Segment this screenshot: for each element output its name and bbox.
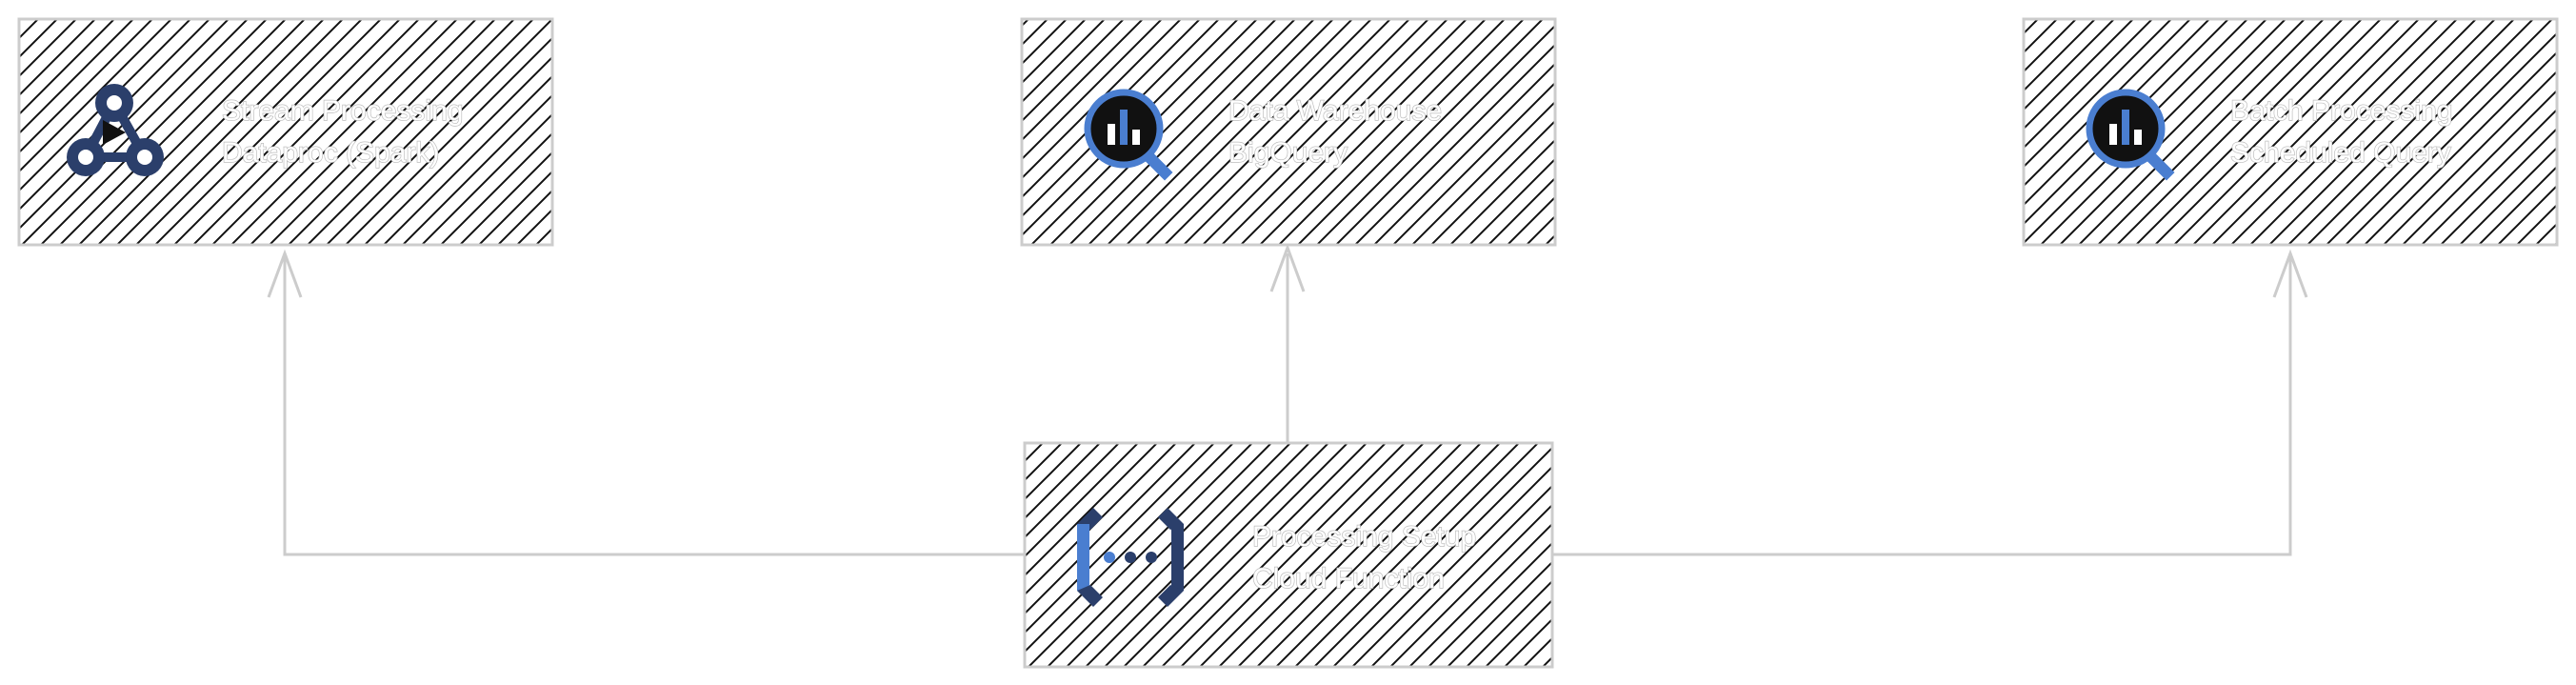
node-subtitle: BigQuery <box>1228 137 1348 169</box>
connectors <box>267 243 2308 556</box>
node-stream-processing[interactable]: Stream Processing Dataproc (Spark) <box>17 17 554 247</box>
node-subtitle: Scheduled Query <box>2230 137 2451 169</box>
arrowhead-batch <box>2272 249 2308 298</box>
node-title: Processing Setup <box>1252 521 1476 553</box>
node-title: Batch Processing <box>2230 95 2452 127</box>
cloud-functions-icon <box>1077 508 1184 607</box>
connector-setup-to-stream <box>283 253 1024 556</box>
bigquery-icon <box>1084 89 1173 181</box>
connector-setup-to-batch <box>1552 253 2292 556</box>
node-data-warehouse[interactable]: Data Warehouse BigQuery <box>1020 17 1557 247</box>
arrowhead-warehouse <box>1269 243 1306 292</box>
bigquery-icon <box>2086 89 2175 181</box>
dataproc-icon <box>67 84 164 176</box>
node-subtitle: Cloud Function <box>1252 563 1445 594</box>
node-subtitle: Dataproc (Spark) <box>222 137 439 169</box>
arrowhead-stream <box>267 249 303 298</box>
node-title: Stream Processing <box>222 95 463 127</box>
node-batch-processing[interactable]: Batch Processing Scheduled Query <box>2022 17 2559 247</box>
node-title: Data Warehouse <box>1228 95 1442 127</box>
node-processing-setup[interactable]: Processing Setup Cloud Function <box>1023 441 1554 669</box>
node-box <box>1023 441 1554 669</box>
